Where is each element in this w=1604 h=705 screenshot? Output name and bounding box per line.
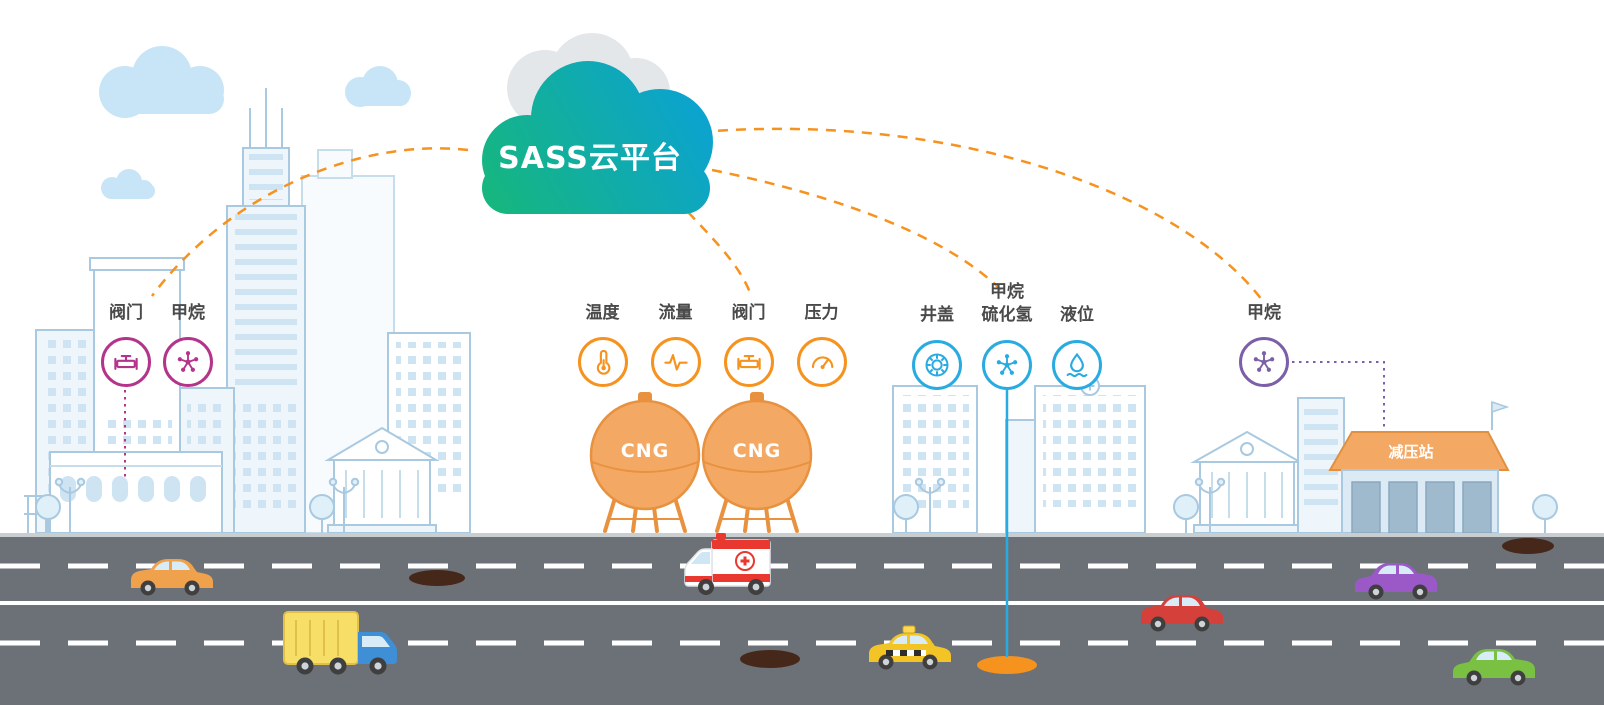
city-left <box>24 88 471 534</box>
sensor-label: 液位 <box>1060 305 1094 326</box>
cng-tanks <box>589 392 813 533</box>
manhole-icon <box>925 353 949 376</box>
sensor-group-building: 阀门 甲烷 <box>95 303 219 388</box>
sensor-gas: 甲烷 硫化氢 <box>972 282 1042 390</box>
cng-tank-2 <box>701 399 813 511</box>
sensor-label: 硫化氢 <box>981 305 1033 326</box>
sensor-manhole: 井盖 <box>902 305 972 390</box>
sensor-label: 流量 <box>658 303 693 323</box>
city-right <box>892 376 1345 534</box>
monitored-manhole-cover <box>977 656 1037 674</box>
sensor-circle <box>101 337 151 388</box>
station-link-line <box>1292 361 1385 430</box>
sensor-valve: 阀门 <box>712 303 785 388</box>
sensor-circle <box>723 337 774 388</box>
sensor-liquid-level: 液位 <box>1042 305 1112 390</box>
taxi <box>869 625 951 670</box>
sensor-methane: 甲烷 <box>157 303 219 388</box>
cng-tank-label: CNG <box>732 440 782 462</box>
flow-icon <box>663 354 688 371</box>
cng-tank-label: CNG <box>620 440 670 462</box>
sensor-label: 甲烷 <box>990 282 1024 302</box>
temperature-icon <box>596 350 610 375</box>
sensor-label: 温度 <box>585 303 620 323</box>
cloud-platform-label: SASS云平台 <box>498 141 682 176</box>
gas-molecule-icon <box>996 353 1018 375</box>
sensor-flow: 流量 <box>639 303 712 388</box>
station-label: 减压站 <box>1388 443 1434 461</box>
sensor-circle <box>796 337 847 388</box>
cloud-platform <box>482 61 713 214</box>
sensor-label: 甲烷 <box>1247 303 1281 323</box>
sensor-label: 阀门 <box>109 303 143 323</box>
sensor-circle <box>1239 337 1289 388</box>
manhole-cover <box>1502 538 1554 554</box>
sensor-label: 压力 <box>804 303 839 323</box>
sensor-circle <box>163 337 213 388</box>
cloud-links <box>151 127 1263 301</box>
methane-icon <box>177 351 199 373</box>
valve-icon <box>736 355 761 371</box>
vehicles <box>131 533 1535 686</box>
background-clouds <box>99 46 411 199</box>
sensor-label: 阀门 <box>731 303 766 323</box>
delivery-truck <box>283 611 397 675</box>
sensor-group-street: 井盖 甲烷 硫化氢 液位 <box>902 282 1112 390</box>
manhole-cover <box>740 650 800 668</box>
sensor-circle <box>577 337 628 388</box>
ambulance <box>684 533 771 595</box>
sensor-circle <box>912 339 962 390</box>
sensor-circle <box>1052 339 1102 390</box>
road <box>0 533 1604 705</box>
sensor-temperature: 温度 <box>566 303 639 388</box>
valve-icon <box>114 355 138 371</box>
sensor-circle <box>982 339 1032 390</box>
sensor-label: 甲烷 <box>171 303 205 323</box>
sensor-links <box>124 361 1385 657</box>
liquid-level-icon <box>1066 352 1088 377</box>
sensor-label: 井盖 <box>920 305 954 326</box>
methane-icon <box>1253 351 1275 373</box>
cng-tank-1 <box>589 399 701 511</box>
sensor-valve: 阀门 <box>95 303 157 388</box>
sensor-group-station: 甲烷 <box>1229 303 1299 388</box>
sensor-methane: 甲烷 <box>1229 303 1299 388</box>
sensor-group-tank-area: 温度 流量 阀门 <box>566 303 858 388</box>
sensor-circle <box>650 337 701 388</box>
manhole-cover <box>409 570 465 586</box>
pressure-reduction-station <box>1328 400 1510 534</box>
pressure-icon <box>811 356 833 370</box>
sensor-pressure: 压力 <box>785 303 858 388</box>
